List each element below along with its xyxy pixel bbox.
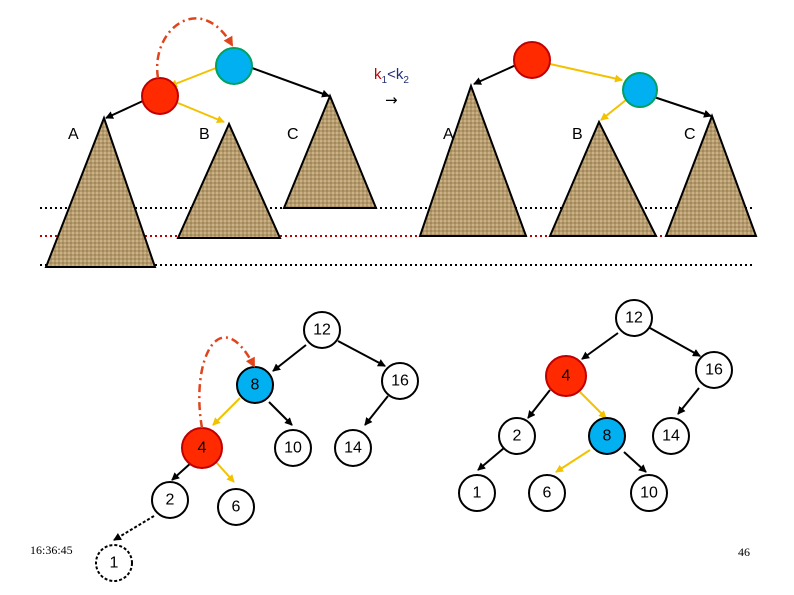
edge (251, 67, 330, 98)
edge (477, 447, 505, 471)
edge (653, 96, 712, 118)
tree-node (381, 362, 419, 400)
node-label: 8 (251, 377, 260, 394)
edge (600, 99, 627, 121)
node-label: 1 (110, 555, 119, 572)
label-a: A (443, 126, 454, 143)
edge (623, 451, 647, 473)
node-label: 4 (562, 368, 571, 385)
right-arrow-icon: → (385, 91, 398, 109)
node-k1 (513, 41, 551, 79)
edge (215, 461, 235, 483)
tree-node (217, 488, 255, 526)
node-label: 12 (625, 310, 643, 327)
node-label: 6 (232, 499, 241, 516)
rotation-arrow (198, 336, 256, 429)
edge (549, 63, 623, 83)
edge (555, 449, 591, 473)
edge (177, 102, 225, 124)
node-label: 2 (166, 492, 175, 509)
edge (212, 397, 241, 426)
edge (337, 340, 386, 367)
tree-node (274, 429, 312, 467)
node-k1 (141, 77, 179, 115)
node-label: 4 (198, 440, 207, 457)
node-label: 1 (473, 485, 482, 502)
edge (171, 461, 193, 481)
tree-node (630, 474, 668, 512)
rotation-condition: k1<k2 (374, 66, 409, 86)
k1-letter: k (374, 66, 382, 83)
edge (527, 389, 551, 419)
edge (677, 387, 700, 415)
tree-node (528, 474, 566, 512)
edge (113, 515, 155, 541)
subtree-b (548, 119, 658, 237)
node-label: 10 (284, 440, 302, 457)
after-rotation: A B C (418, 41, 758, 237)
subtree-c (664, 113, 758, 237)
tree-node (588, 417, 626, 455)
bottom-right-tree: 12 4 16 2 8 14 1 6 10 (458, 299, 733, 512)
node-k2 (622, 72, 658, 108)
node-label: 16 (391, 373, 409, 390)
edge (473, 64, 517, 85)
label-a: A (68, 126, 79, 143)
timestamp: 16:36:45 (30, 543, 73, 557)
tree-node (615, 299, 653, 337)
subtree-b (176, 121, 282, 239)
tree-node (545, 355, 587, 397)
edge (272, 344, 307, 372)
node-label: 10 (640, 485, 658, 502)
k1-subscript: 1 (381, 75, 388, 86)
node-label: 2 (513, 428, 522, 445)
label-c: C (684, 126, 696, 143)
tree-node (334, 429, 372, 467)
tree-node (652, 417, 690, 455)
node-label: 6 (543, 485, 552, 502)
node-label: 14 (662, 428, 680, 445)
before-rotation: A B C (44, 17, 378, 268)
label-b: B (572, 126, 583, 143)
k2-subscript: 2 (403, 75, 409, 86)
tree-node (151, 481, 189, 519)
edge (268, 401, 293, 426)
tree-node (695, 351, 733, 389)
edge (649, 327, 701, 357)
node-label: 14 (344, 440, 362, 457)
subtree-a (44, 115, 157, 268)
tree-node (458, 474, 496, 512)
page-number: 46 (738, 545, 750, 559)
edge (105, 99, 146, 119)
tree-node (95, 544, 133, 582)
node-label: 8 (603, 428, 612, 445)
k2-letter: k (395, 66, 404, 83)
node-k2 (215, 47, 253, 85)
subtree-c (282, 93, 378, 209)
tree-node (236, 366, 274, 404)
tree-node (303, 311, 341, 349)
label-b: B (199, 126, 210, 143)
edge (169, 67, 217, 88)
bottom-left-tree: 12 8 16 4 10 14 2 6 1 (95, 311, 419, 582)
node-label: 12 (313, 322, 331, 339)
node-label: 16 (705, 362, 723, 379)
edge (364, 395, 389, 426)
edge (579, 391, 607, 419)
edge (581, 332, 619, 360)
tree-node (498, 417, 536, 455)
subtree-a (418, 82, 528, 237)
less-than-symbol: < (387, 66, 396, 83)
label-c: C (287, 126, 299, 143)
